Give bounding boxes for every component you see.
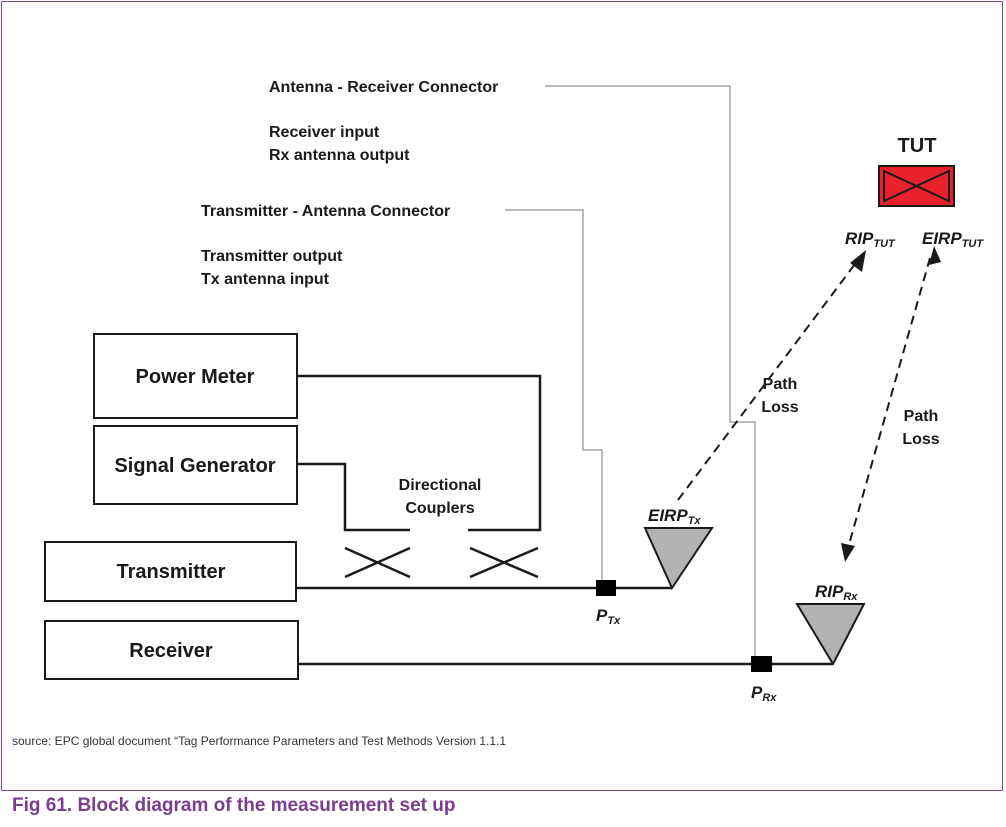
path-loss-rx-line1: Path: [904, 408, 939, 425]
path-loss-tx-line1: Path: [763, 376, 798, 393]
arrowhead-tut-top: [929, 246, 941, 265]
arrowhead-down: [841, 543, 855, 562]
path-loss-arrow-down: [847, 257, 931, 549]
p-tx-connector: [596, 580, 616, 596]
tut-tag: [878, 165, 955, 207]
power-meter-label: Power Meter: [136, 366, 255, 388]
eirp-tx-label: EIRPTx: [648, 506, 701, 527]
transmitter-label: Transmitter: [117, 561, 226, 583]
directional-coupler-right: [469, 546, 539, 579]
transmitter-output-label: Transmitter output: [201, 248, 343, 265]
tx-antenna: [643, 527, 714, 591]
rx-antenna: [795, 603, 866, 667]
transmitter-antenna-connector-label: Transmitter - Antenna Connector: [201, 203, 450, 220]
p-rx-label: PRx: [751, 683, 777, 704]
p-tx-label: PTx: [596, 606, 621, 627]
rx-antenna-output-label: Rx antenna output: [269, 147, 410, 164]
antenna-receiver-connector-label: Antenna - Receiver Connector: [269, 79, 498, 96]
p-rx-connector: [751, 656, 772, 672]
tut-label: TUT: [898, 135, 937, 157]
tx-antenna-input-label: Tx antenna input: [201, 271, 330, 288]
power-meter-box: [93, 333, 298, 419]
rip-tut-label: RIPTUT: [845, 229, 896, 250]
directional-coupler-left: [344, 546, 411, 579]
transmitter-box: [44, 541, 297, 602]
signal-generator-label: Signal Generator: [114, 455, 275, 477]
receiver-input-label: Receiver input: [269, 124, 380, 141]
signal-generator-wire: [297, 462, 410, 532]
path-loss-tx-line2: Loss: [761, 399, 798, 416]
eirp-tut-label: EIRPTUT: [922, 229, 984, 250]
path-loss-arrow-up: [677, 259, 859, 501]
antenna-receiver-leader: [545, 85, 756, 660]
source-note: source: EPC global document “Tag Perform…: [12, 734, 506, 748]
rip-rx-label: RIPRx: [815, 582, 858, 603]
figure-caption: Fig 61. Block diagram of the measurement…: [12, 795, 456, 816]
transmitter-antenna-leader: [505, 209, 603, 580]
couplers-label-line2: Couplers: [405, 500, 474, 517]
receiver-label: Receiver: [129, 640, 213, 662]
power-meter-wire: [297, 374, 542, 532]
receiver-box: [44, 620, 299, 680]
path-loss-rx-line2: Loss: [902, 431, 939, 448]
signal-generator-box: [93, 425, 298, 505]
arrowhead-up: [850, 250, 866, 272]
couplers-label-line1: Directional: [399, 477, 482, 494]
